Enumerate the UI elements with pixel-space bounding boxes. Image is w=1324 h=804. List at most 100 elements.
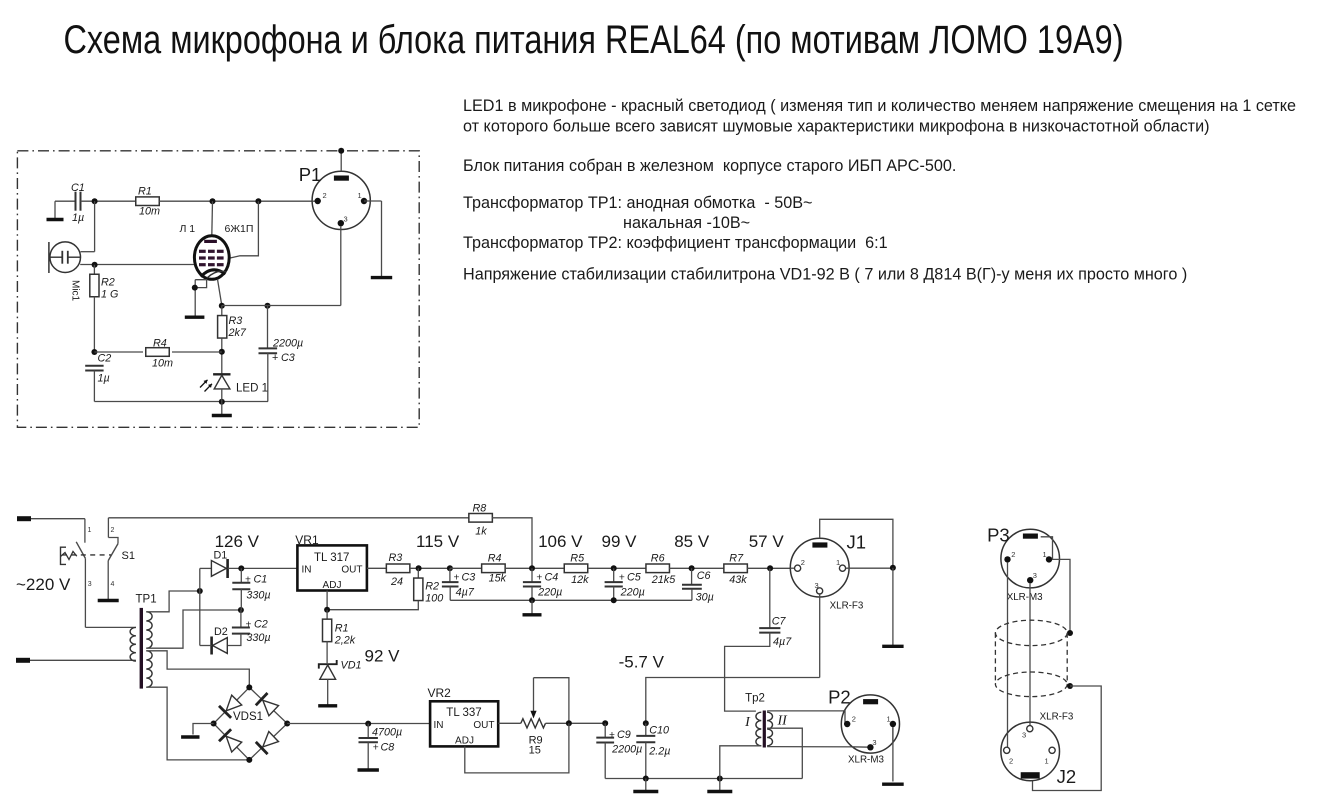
svg-text:R3: R3 <box>389 552 403 564</box>
svg-text:24: 24 <box>390 576 403 588</box>
svg-text:30µ: 30µ <box>696 592 714 604</box>
svg-text:R2: R2 <box>101 277 115 289</box>
svg-text:4µ7: 4µ7 <box>456 587 475 599</box>
svg-text:C2: C2 <box>98 353 112 365</box>
svg-text:2: 2 <box>323 191 327 200</box>
svg-text:LED 1: LED 1 <box>236 383 268 395</box>
svg-text:3: 3 <box>815 581 819 590</box>
svg-text:+: + <box>272 352 278 364</box>
svg-text:2k7: 2k7 <box>228 327 247 339</box>
svg-text:4: 4 <box>111 581 115 588</box>
svg-text:+: + <box>454 573 460 584</box>
svg-text:IN: IN <box>302 565 312 576</box>
svg-text:R3: R3 <box>229 315 243 327</box>
svg-text:2: 2 <box>1011 550 1015 559</box>
svg-text:C9: C9 <box>617 729 631 741</box>
svg-text:Трансформатор ТР2: коэффициент: Трансформатор ТР2: коэффициент трансформ… <box>463 234 888 252</box>
svg-text:15: 15 <box>529 745 541 757</box>
svg-text:R1: R1 <box>138 186 152 198</box>
svg-text:Tp2: Tp2 <box>745 693 765 705</box>
svg-text:OUT: OUT <box>473 720 494 731</box>
svg-text:+: + <box>536 573 542 584</box>
svg-text:C5: C5 <box>627 572 642 584</box>
svg-text:R5: R5 <box>570 553 585 565</box>
svg-text:+: + <box>609 730 615 741</box>
svg-text:от которого больше всего завис: от которого больше всего зависят шумовые… <box>463 118 1210 136</box>
svg-text:1k: 1k <box>475 526 487 538</box>
svg-text:P3: P3 <box>987 525 1010 546</box>
svg-text:10m: 10m <box>139 206 160 218</box>
svg-text:Напряжение стабилизации стабил: Напряжение стабилизации стабилитрона VD1… <box>463 266 1187 284</box>
svg-text:R6: R6 <box>651 553 665 565</box>
svg-text:126 V: 126 V <box>215 532 260 551</box>
svg-text:2: 2 <box>111 527 115 534</box>
svg-text:1µ: 1µ <box>72 212 84 224</box>
svg-text:2: 2 <box>801 558 805 567</box>
svg-text:330µ: 330µ <box>246 590 270 602</box>
svg-text:R4: R4 <box>153 338 167 350</box>
svg-text:92 V: 92 V <box>365 647 401 666</box>
svg-text:R8: R8 <box>473 503 487 515</box>
svg-text:2.2µ: 2.2µ <box>648 746 670 758</box>
svg-text:Блок питания собран в железном: Блок питания собран в железном корпусе с… <box>463 157 956 175</box>
svg-text:85 V: 85 V <box>674 532 710 551</box>
svg-text:3: 3 <box>344 215 348 224</box>
svg-text:II: II <box>777 714 789 729</box>
svg-text:1: 1 <box>1043 550 1047 559</box>
svg-text:3: 3 <box>88 581 92 588</box>
svg-text:1: 1 <box>88 527 92 534</box>
svg-text:R2: R2 <box>425 581 439 593</box>
svg-text:R4: R4 <box>488 553 502 565</box>
svg-text:4µ7: 4µ7 <box>773 636 792 648</box>
svg-text:~220 V: ~220 V <box>16 575 71 594</box>
svg-text:3: 3 <box>872 738 876 747</box>
svg-text:C2: C2 <box>254 618 268 630</box>
svg-text:C1: C1 <box>71 182 85 194</box>
svg-text:+: + <box>619 573 625 584</box>
svg-text:R9: R9 <box>529 735 543 747</box>
svg-text:I: I <box>744 715 751 730</box>
svg-text:C8: C8 <box>381 742 395 754</box>
svg-text:P1: P1 <box>299 164 322 185</box>
svg-text:3: 3 <box>1022 731 1026 740</box>
svg-text:S1: S1 <box>122 550 135 562</box>
svg-text:P2: P2 <box>828 687 851 708</box>
svg-text:220µ: 220µ <box>537 587 562 599</box>
svg-text:330µ: 330µ <box>246 632 270 644</box>
svg-text:2,2k: 2,2k <box>334 635 356 647</box>
svg-text:Схема микрофона и блока питани: Схема микрофона и блока питания REAL64 (… <box>64 18 1124 62</box>
svg-text:Л 1: Л 1 <box>180 223 196 235</box>
svg-text:3: 3 <box>1033 571 1037 580</box>
svg-text:OUT: OUT <box>341 565 362 576</box>
svg-text:57 V: 57 V <box>749 532 785 551</box>
svg-text:ADJ: ADJ <box>323 580 342 591</box>
svg-text:VR2: VR2 <box>428 686 452 700</box>
svg-text:VD1: VD1 <box>341 660 362 672</box>
svg-text:XLR-M3: XLR-M3 <box>848 755 884 766</box>
svg-text:TL 317: TL 317 <box>314 552 349 564</box>
svg-text:+: + <box>373 743 379 754</box>
svg-text:1µ: 1µ <box>98 373 110 385</box>
svg-text:C6: C6 <box>697 570 711 582</box>
svg-text:1: 1 <box>358 191 362 200</box>
svg-text:220µ: 220µ <box>620 587 645 599</box>
svg-text:J2: J2 <box>1057 766 1077 787</box>
svg-text:C1: C1 <box>254 574 268 586</box>
svg-text:2: 2 <box>852 715 856 724</box>
svg-text:99 V: 99 V <box>602 532 638 551</box>
svg-text:21k5: 21k5 <box>651 574 676 586</box>
svg-text:2: 2 <box>1009 757 1013 766</box>
svg-text:D1: D1 <box>214 550 228 562</box>
svg-text:J1: J1 <box>847 532 867 553</box>
svg-text:106 V: 106 V <box>538 532 583 551</box>
svg-text:C4: C4 <box>545 572 559 584</box>
svg-text:C3: C3 <box>281 352 295 364</box>
svg-text:Mic1: Mic1 <box>70 280 81 302</box>
svg-text:XLR-F3: XLR-F3 <box>830 601 864 612</box>
svg-text:1: 1 <box>836 558 840 567</box>
svg-text:ADJ: ADJ <box>455 736 474 747</box>
svg-text:43k: 43k <box>729 574 747 586</box>
svg-text:1: 1 <box>887 715 891 724</box>
svg-text:R7: R7 <box>729 553 744 565</box>
svg-text:6Ж1П: 6Ж1П <box>225 223 254 235</box>
